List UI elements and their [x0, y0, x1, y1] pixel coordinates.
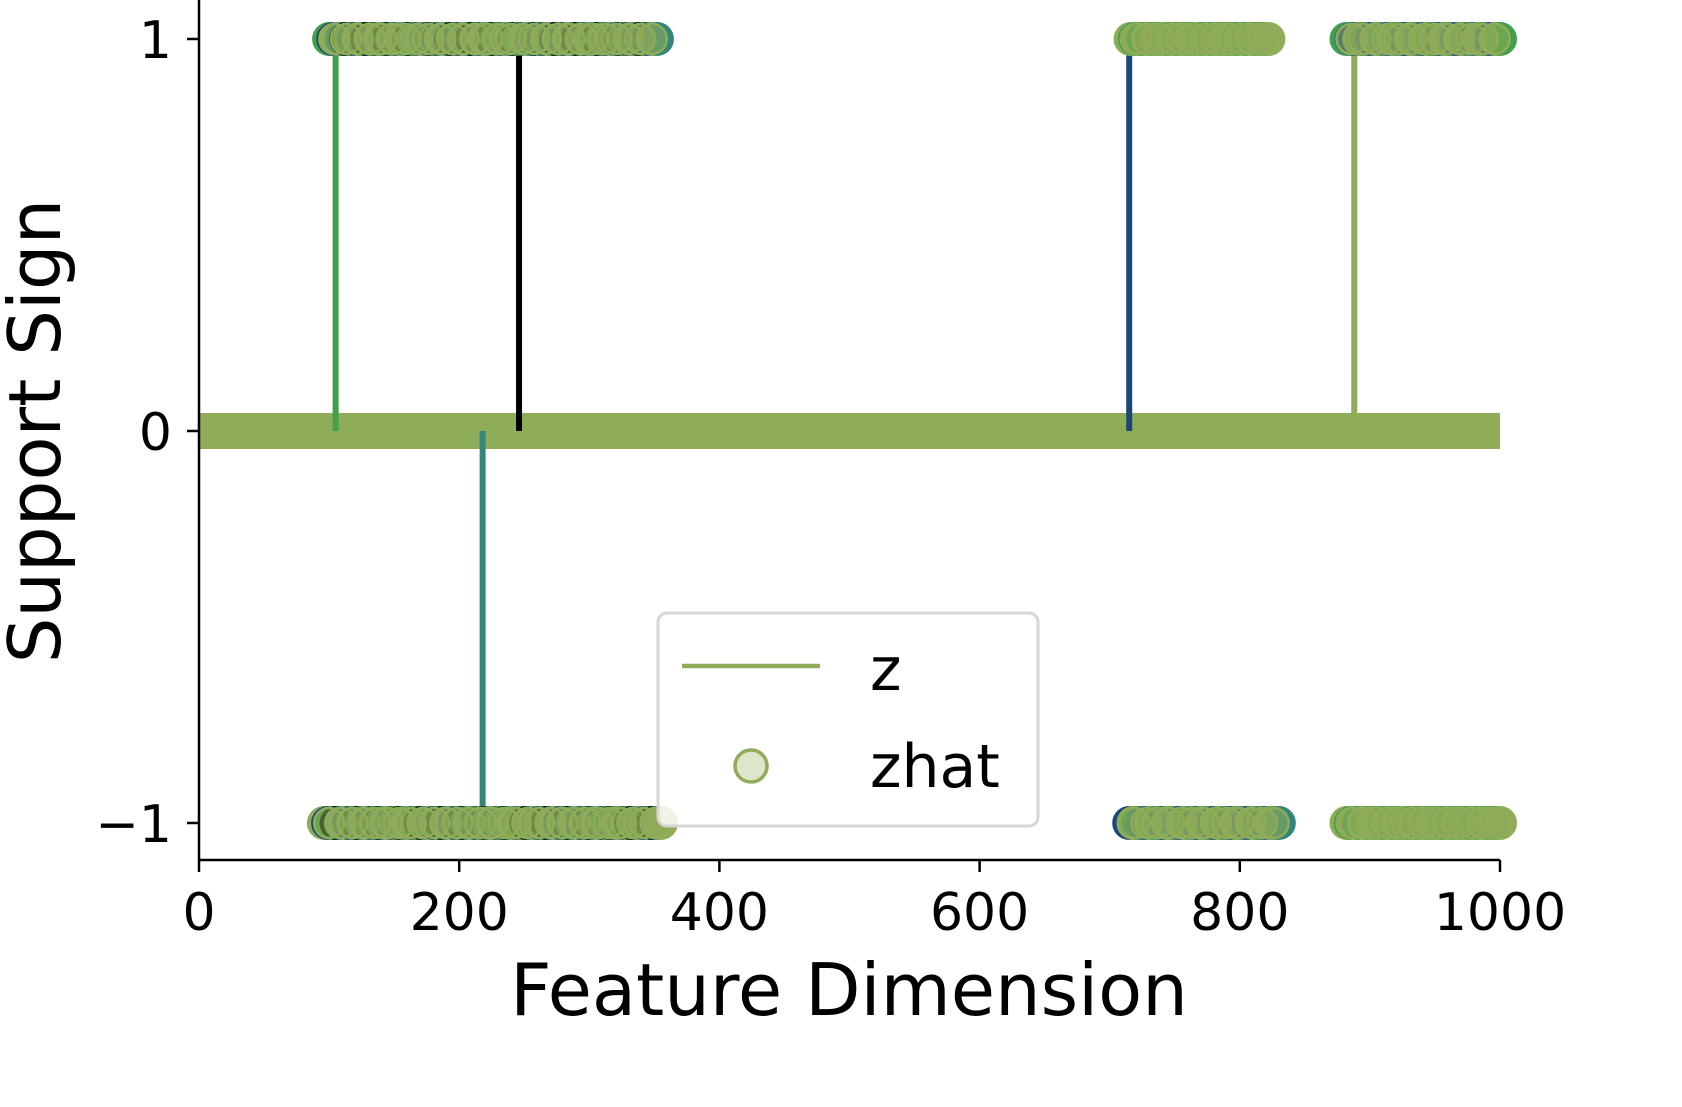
y-axis-label: Support Sign	[0, 199, 77, 664]
legend-label-z: z	[870, 635, 902, 705]
x-tick-label: 200	[410, 883, 509, 943]
y-ticks: 1 0 −1	[95, 11, 199, 855]
zhat-cluster-2	[1329, 22, 1517, 56]
zhat-point	[1246, 22, 1280, 56]
legend-marker-swatch	[733, 748, 769, 784]
x-tick-label: 400	[670, 883, 769, 943]
zhat-point	[1478, 22, 1512, 56]
y-tick-label: −1	[95, 795, 172, 855]
zhat-cluster-4	[1112, 806, 1296, 840]
legend: z zhat	[656, 611, 1040, 828]
y-tick-label: 0	[139, 403, 172, 463]
x-ticks: 0 200 400 600 800 1000	[182, 860, 1566, 943]
y-tick-label: 1	[139, 11, 172, 71]
zhat-cluster-3	[306, 806, 678, 840]
x-tick-label: 600	[930, 883, 1029, 943]
x-axis-label: Feature Dimension	[510, 948, 1188, 1032]
zhat-cluster-0	[312, 22, 674, 56]
zhat-cluster-5	[1329, 806, 1517, 840]
x-tick-label: 1000	[1434, 883, 1566, 943]
x-tick-label: 800	[1190, 883, 1289, 943]
legend-label-zhat: zhat	[870, 732, 1000, 802]
x-tick-label: 0	[182, 883, 215, 943]
zhat-point	[635, 22, 668, 56]
zhat-point	[1257, 806, 1290, 840]
zhat-point	[1478, 806, 1512, 840]
zhat-cluster-1	[1113, 22, 1286, 56]
chart-marks	[199, 22, 1517, 840]
